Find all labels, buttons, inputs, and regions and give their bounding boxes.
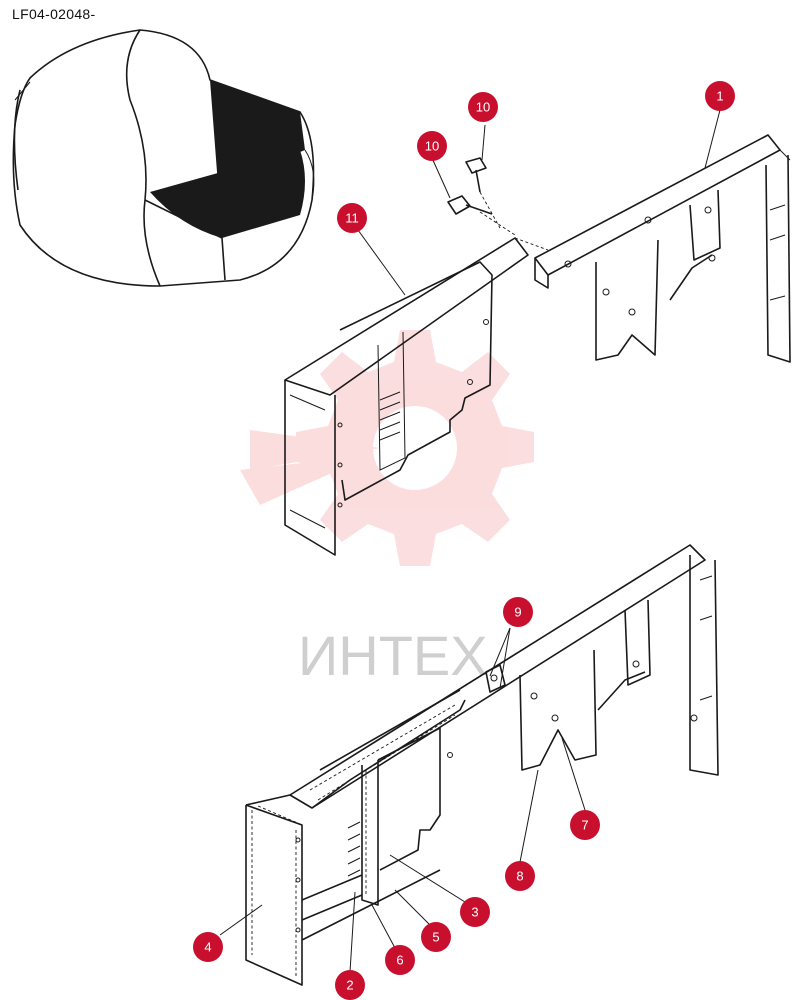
callout-badges: 1 2 3 4 5 6 7 8 9 10 10 11	[193, 81, 735, 1000]
part-1-upper-rail	[534, 134, 791, 363]
callout-c5: 5	[421, 922, 451, 952]
callout-c1: 1	[705, 81, 735, 111]
watermark-gear-logo	[240, 330, 534, 566]
callout-circle	[417, 131, 447, 161]
callout-c11: 11	[337, 203, 367, 233]
callout-label: 5	[432, 930, 439, 945]
lower-assembly	[245, 544, 719, 986]
watermark-text: ИНТЕХ	[298, 624, 488, 687]
callout-c7: 7	[570, 810, 600, 840]
callout-label: 2	[346, 978, 353, 993]
callout-c6: 6	[385, 945, 415, 975]
callout-circle	[570, 810, 600, 840]
callout-c3: 3	[460, 897, 490, 927]
callout-c10b: 10	[417, 131, 447, 161]
part-11-side-panel	[284, 237, 529, 556]
callout-circle	[421, 922, 451, 952]
callout-label: 7	[581, 818, 588, 833]
callout-label: 10	[425, 139, 439, 154]
callout-c4: 4	[193, 932, 223, 962]
bolt-part-10-a	[447, 195, 516, 236]
callout-circle	[460, 897, 490, 927]
callout-c10a: 10	[468, 92, 498, 122]
callout-circle	[705, 81, 735, 111]
callout-circle	[193, 932, 223, 962]
callout-circle	[503, 597, 533, 627]
callout-label: 3	[471, 905, 478, 920]
leader-lines	[219, 109, 721, 973]
callout-circle	[337, 203, 367, 233]
seat-illustration	[12, 29, 315, 287]
callout-c2: 2	[335, 970, 365, 1000]
callout-circle	[385, 945, 415, 975]
callout-label: 11	[345, 211, 359, 226]
callout-label: 4	[204, 940, 211, 955]
bolt-part-10-b	[465, 157, 501, 229]
callout-label: 8	[516, 869, 523, 884]
callout-label: 9	[514, 605, 521, 620]
callout-circle	[468, 92, 498, 122]
callout-label: 1	[716, 89, 723, 104]
assembly-line	[514, 237, 549, 251]
callout-circle	[505, 861, 535, 891]
callout-c8: 8	[505, 861, 535, 891]
callout-circle	[335, 970, 365, 1000]
callout-c9: 9	[503, 597, 533, 627]
callout-label: 10	[476, 100, 490, 115]
callout-label: 6	[396, 953, 403, 968]
drawing-code: LF04-02048-	[12, 6, 96, 22]
